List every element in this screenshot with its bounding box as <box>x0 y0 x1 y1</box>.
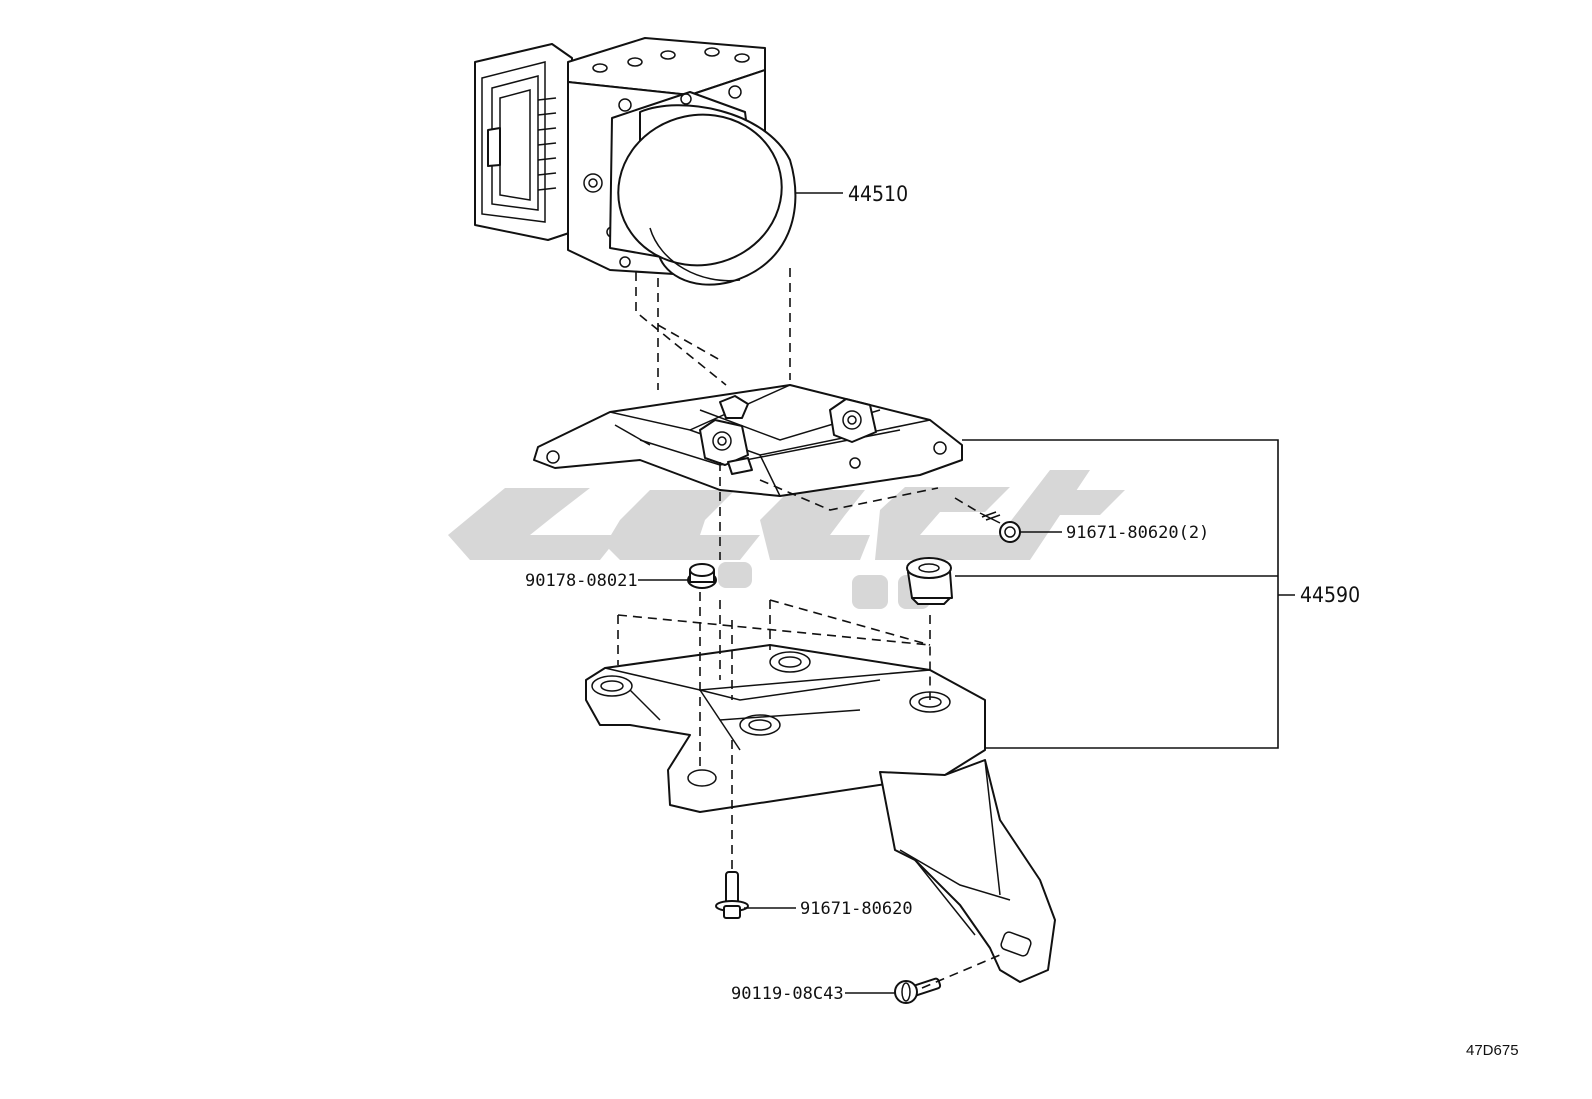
callout-91671-80620: 91671-80620 <box>800 899 913 919</box>
lower-bracket <box>585 644 1056 983</box>
callout-90178-08021: 90178-08021 <box>525 571 638 591</box>
watermark-logo <box>448 470 1125 609</box>
grommet-bushing <box>906 557 953 605</box>
bolt-lower-91671-80620 <box>715 871 749 919</box>
leader-lines <box>638 192 1295 994</box>
bolt-side-90119-08c43 <box>894 977 942 1004</box>
figure-code: 47D675 <box>1466 1042 1519 1059</box>
assembly-lines <box>617 268 1001 989</box>
callout-44510: 44510 <box>848 182 908 206</box>
callout-91671-80620-2: 91671-80620(2) <box>1066 523 1209 543</box>
upper-bracket <box>533 384 963 497</box>
callout-44590: 44590 <box>1300 583 1360 607</box>
abs-actuator-44510 <box>474 37 797 286</box>
callout-90119-08c43: 90119-08C43 <box>731 984 844 1004</box>
nut-90178-08021 <box>687 563 717 589</box>
